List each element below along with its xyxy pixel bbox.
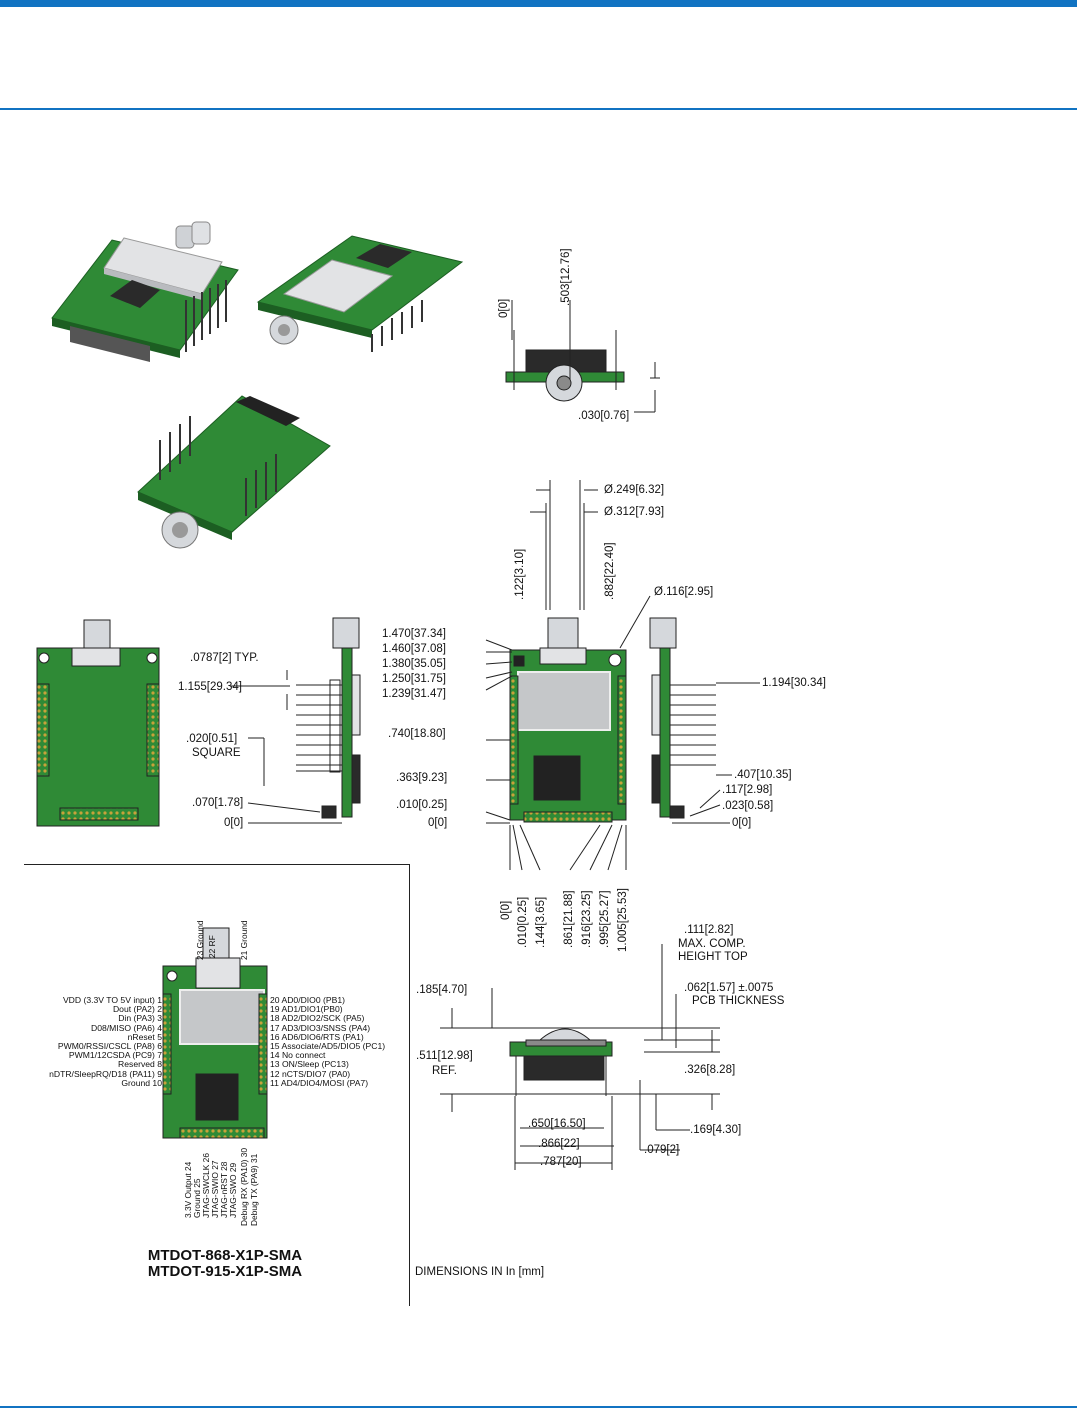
dim-comp: .111[2.82] <box>684 924 734 936</box>
pin-label-15: 15 Associate/AD5/DIO5 (PC1) <box>270 1041 386 1052</box>
dim-front-1460: 1.460[37.08] <box>382 643 446 655</box>
dim-left-square: SQUARE <box>192 747 241 759</box>
pin-label-12: 12 nCTS/DIO7 (PA0) <box>270 1068 351 1079</box>
dim-front-1380: 1.380[35.05] <box>382 658 446 670</box>
pin-label-17: 17 AD3/DIO3/SNSS (PA4) <box>270 1022 371 1033</box>
pin-label-3: Din (PA3) 3 <box>118 1013 162 1024</box>
side-view-top <box>505 300 660 413</box>
dim-left-0: 0[0] <box>224 817 244 829</box>
dim-x-0: 0[0] <box>500 900 512 920</box>
back-view <box>36 619 160 827</box>
dim-right-1194: 1.194[30.34] <box>762 677 826 689</box>
pin-label-14: 14 No connect <box>270 1050 326 1061</box>
pin-label-top-21: 21 Ground <box>239 920 249 960</box>
pin-label-13: 13 ON/Sleep (PC13) <box>270 1059 349 1070</box>
dim-front-0363: .363[9.23] <box>396 772 448 784</box>
height-view <box>440 944 720 1170</box>
dim-left-sq: .020[0.51] <box>186 733 238 745</box>
units-note: DIMENSIONS IN In [mm] <box>415 1266 545 1278</box>
pinout-board <box>162 927 268 1139</box>
pin-label-10: Ground 10 <box>121 1077 162 1088</box>
dim-left-1155: 1.155[29.34] <box>178 681 242 693</box>
dim-comp-label1: MAX. COMP. <box>678 938 746 950</box>
dim-bv-169: .169[4.30] <box>690 1124 742 1136</box>
dim-x-144: .144[3.65] <box>535 896 547 948</box>
dim-bv-866: .866[22] <box>538 1138 580 1150</box>
dim-bv-ref: REF. <box>432 1065 457 1077</box>
left-side-view <box>230 617 361 824</box>
pinout-left-column: VDD (3.3V TO 5V input) 1 Dout (PA2) 2 Di… <box>30 995 162 1088</box>
pin-label-29: JTAG-SWO 29 <box>228 1162 238 1218</box>
dim-right-0: 0[0] <box>732 817 752 829</box>
dim-bv-787: .787[20] <box>540 1156 582 1168</box>
module-3d-view-2 <box>256 235 464 352</box>
dim-front-0740: .740[18.80] <box>388 728 446 740</box>
dim-front-122: .122[3.10] <box>514 548 526 600</box>
part-number-915: MTDOT-915-X1P-SMA <box>147 1263 303 1280</box>
dim-bv-511: .511[12.98] <box>416 1050 473 1062</box>
dim-x-916: .916[23.25] <box>581 890 593 948</box>
dim-left-070: .070[1.78] <box>192 797 244 809</box>
dim-right-407: .407[10.35] <box>734 769 792 781</box>
dim-bv-079: .079[2] <box>644 1144 680 1156</box>
dim-side-height: .503[12.76] <box>560 248 572 306</box>
dim-front-1250: 1.250[31.75] <box>382 673 446 685</box>
dim-bv-326: .326[8.28] <box>684 1064 736 1076</box>
dim-front-1470: 1.470[37.34] <box>382 628 446 640</box>
part-number-868: MTDOT-868-X1P-SMA <box>147 1247 303 1264</box>
pin-label-1: VDD (3.3V TO 5V input) 1 <box>62 995 162 1005</box>
dim-comp-label2: HEIGHT TOP <box>678 951 748 963</box>
header-accent-bar <box>0 0 1077 7</box>
pin-label-9: nDTR/SleepRQ/D18 (PA11) 9 <box>49 1068 162 1079</box>
pin-label-top-23: 23 Ground <box>195 920 205 960</box>
module-3d-view-1 <box>51 221 239 362</box>
dim-left-typ: .0787[2] TYP. <box>190 652 259 664</box>
dim-front-hole: Ø.116[2.95] <box>654 586 714 598</box>
module-3d-view-3 <box>137 395 331 549</box>
footer-rule <box>0 1406 1077 1408</box>
pin-label-8: Reserved 8 <box>118 1059 162 1070</box>
pin-label-7: PWM1/12CSDA (PC9) 7 <box>68 1050 162 1061</box>
pin-label-4: D08/MISO (PA6) 4 <box>91 1022 162 1033</box>
dim-front-0010: .010[0.25] <box>396 799 448 811</box>
pin-label-16: 16 AD6/DIO6/RTS (PA1) <box>270 1031 364 1042</box>
pin-label-top-22: 22 RF <box>207 935 217 958</box>
pin-label-19: 19 AD1/DIO1(PB0) <box>270 1004 343 1015</box>
dim-front-882: .882[22.40] <box>604 542 616 600</box>
pin-label-11: 11 AD4/DIO4/MOSI (PA7) <box>270 1077 369 1088</box>
front-view <box>485 480 651 871</box>
dim-bv-650: .650[16.50] <box>528 1118 586 1130</box>
pin-label-20: 20 AD0/DIO0 (PB1) <box>270 995 345 1005</box>
right-side-view <box>649 617 760 824</box>
pin-label-30: Debug RX (PA10) 30 <box>239 1147 249 1226</box>
dim-bv-pcb: .062[1.57] ±.0075 <box>684 982 774 994</box>
dim-x-995: .995[25.27] <box>599 890 611 948</box>
pinout-panel-border-top <box>24 864 410 865</box>
pinout-right-column: 20 AD0/DIO0 (PB1) 19 AD1/DIO1(PB0) 18 AD… <box>270 995 408 1088</box>
pin-label-18: 18 AD2/DIO2/SCK (PA5) <box>270 1013 365 1024</box>
dim-side-pin: .030[0.76] <box>578 410 630 422</box>
dim-side-zero: 0[0] <box>498 298 510 318</box>
dim-front-0: 0[0] <box>428 817 448 829</box>
dim-right-117: .117[2.98] <box>722 784 773 796</box>
dim-x-861: .861[21.88] <box>563 890 575 948</box>
dim-x-1005: 1.005[25.53] <box>617 888 629 952</box>
dim-front-1239: 1.239[31.47] <box>382 688 446 700</box>
dim-bv-pcb-label: PCB THICKNESS <box>692 995 785 1007</box>
pinout-panel-border-right <box>409 864 410 1306</box>
pin-label-2: Dout (PA2) 2 <box>112 1004 162 1015</box>
pin-label-5: nReset 5 <box>127 1031 162 1042</box>
header-rule <box>0 108 1077 110</box>
dim-x-010: .010[0.25] <box>517 896 529 948</box>
dim-sma-outer: Ø.312[7.93] <box>604 506 665 518</box>
dim-right-023: .023[0.58] <box>722 800 774 812</box>
dim-sma-inner: Ø.249[6.32] <box>604 484 665 496</box>
pin-label-31: Debug TX (PA9) 31 <box>249 1153 259 1226</box>
pin-label-6: PWM0/RSSI/CSCL (PA8) 6 <box>57 1041 162 1052</box>
dim-bv-185: .185[4.70] <box>416 984 468 996</box>
